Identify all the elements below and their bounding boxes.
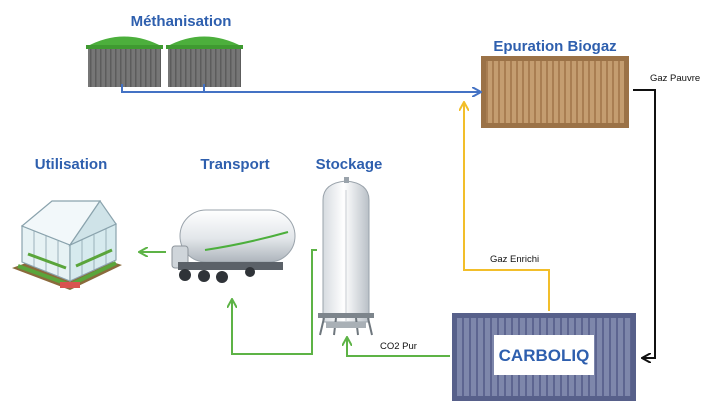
- label-methanisation: Méthanisation: [131, 13, 232, 30]
- shipping-container-icon: [481, 56, 629, 128]
- label-utilisation: Utilisation: [35, 156, 108, 173]
- label-epuration-biogaz: Epuration Biogaz: [493, 38, 616, 55]
- label-carboliq: CARBOLIQ: [499, 346, 590, 365]
- greenhouse-icon: [12, 199, 122, 290]
- label-transport: Transport: [200, 156, 269, 173]
- digester-icon: [166, 36, 243, 87]
- label-co2-pur: CO2 Pur: [380, 341, 417, 352]
- carboliq-container: CARBOLIQ: [452, 313, 636, 401]
- tanker-truck-icon: [171, 209, 296, 283]
- co2-flow-arrow: [347, 338, 450, 357]
- storage-to-transport-arrow: [232, 249, 317, 355]
- label-stockage: Stockage: [316, 156, 383, 173]
- poor-gas-flow-arrow: [633, 89, 656, 358]
- label-gaz-enrichi: Gaz Enrichi: [490, 254, 539, 265]
- enriched-gas-flow-arrow: [464, 103, 550, 311]
- storage-tank-icon: [318, 177, 374, 336]
- digester-icon: [86, 36, 163, 87]
- biogas-flow-arrow: [121, 84, 480, 92]
- label-gaz-pauvre: Gaz Pauvre: [650, 73, 700, 84]
